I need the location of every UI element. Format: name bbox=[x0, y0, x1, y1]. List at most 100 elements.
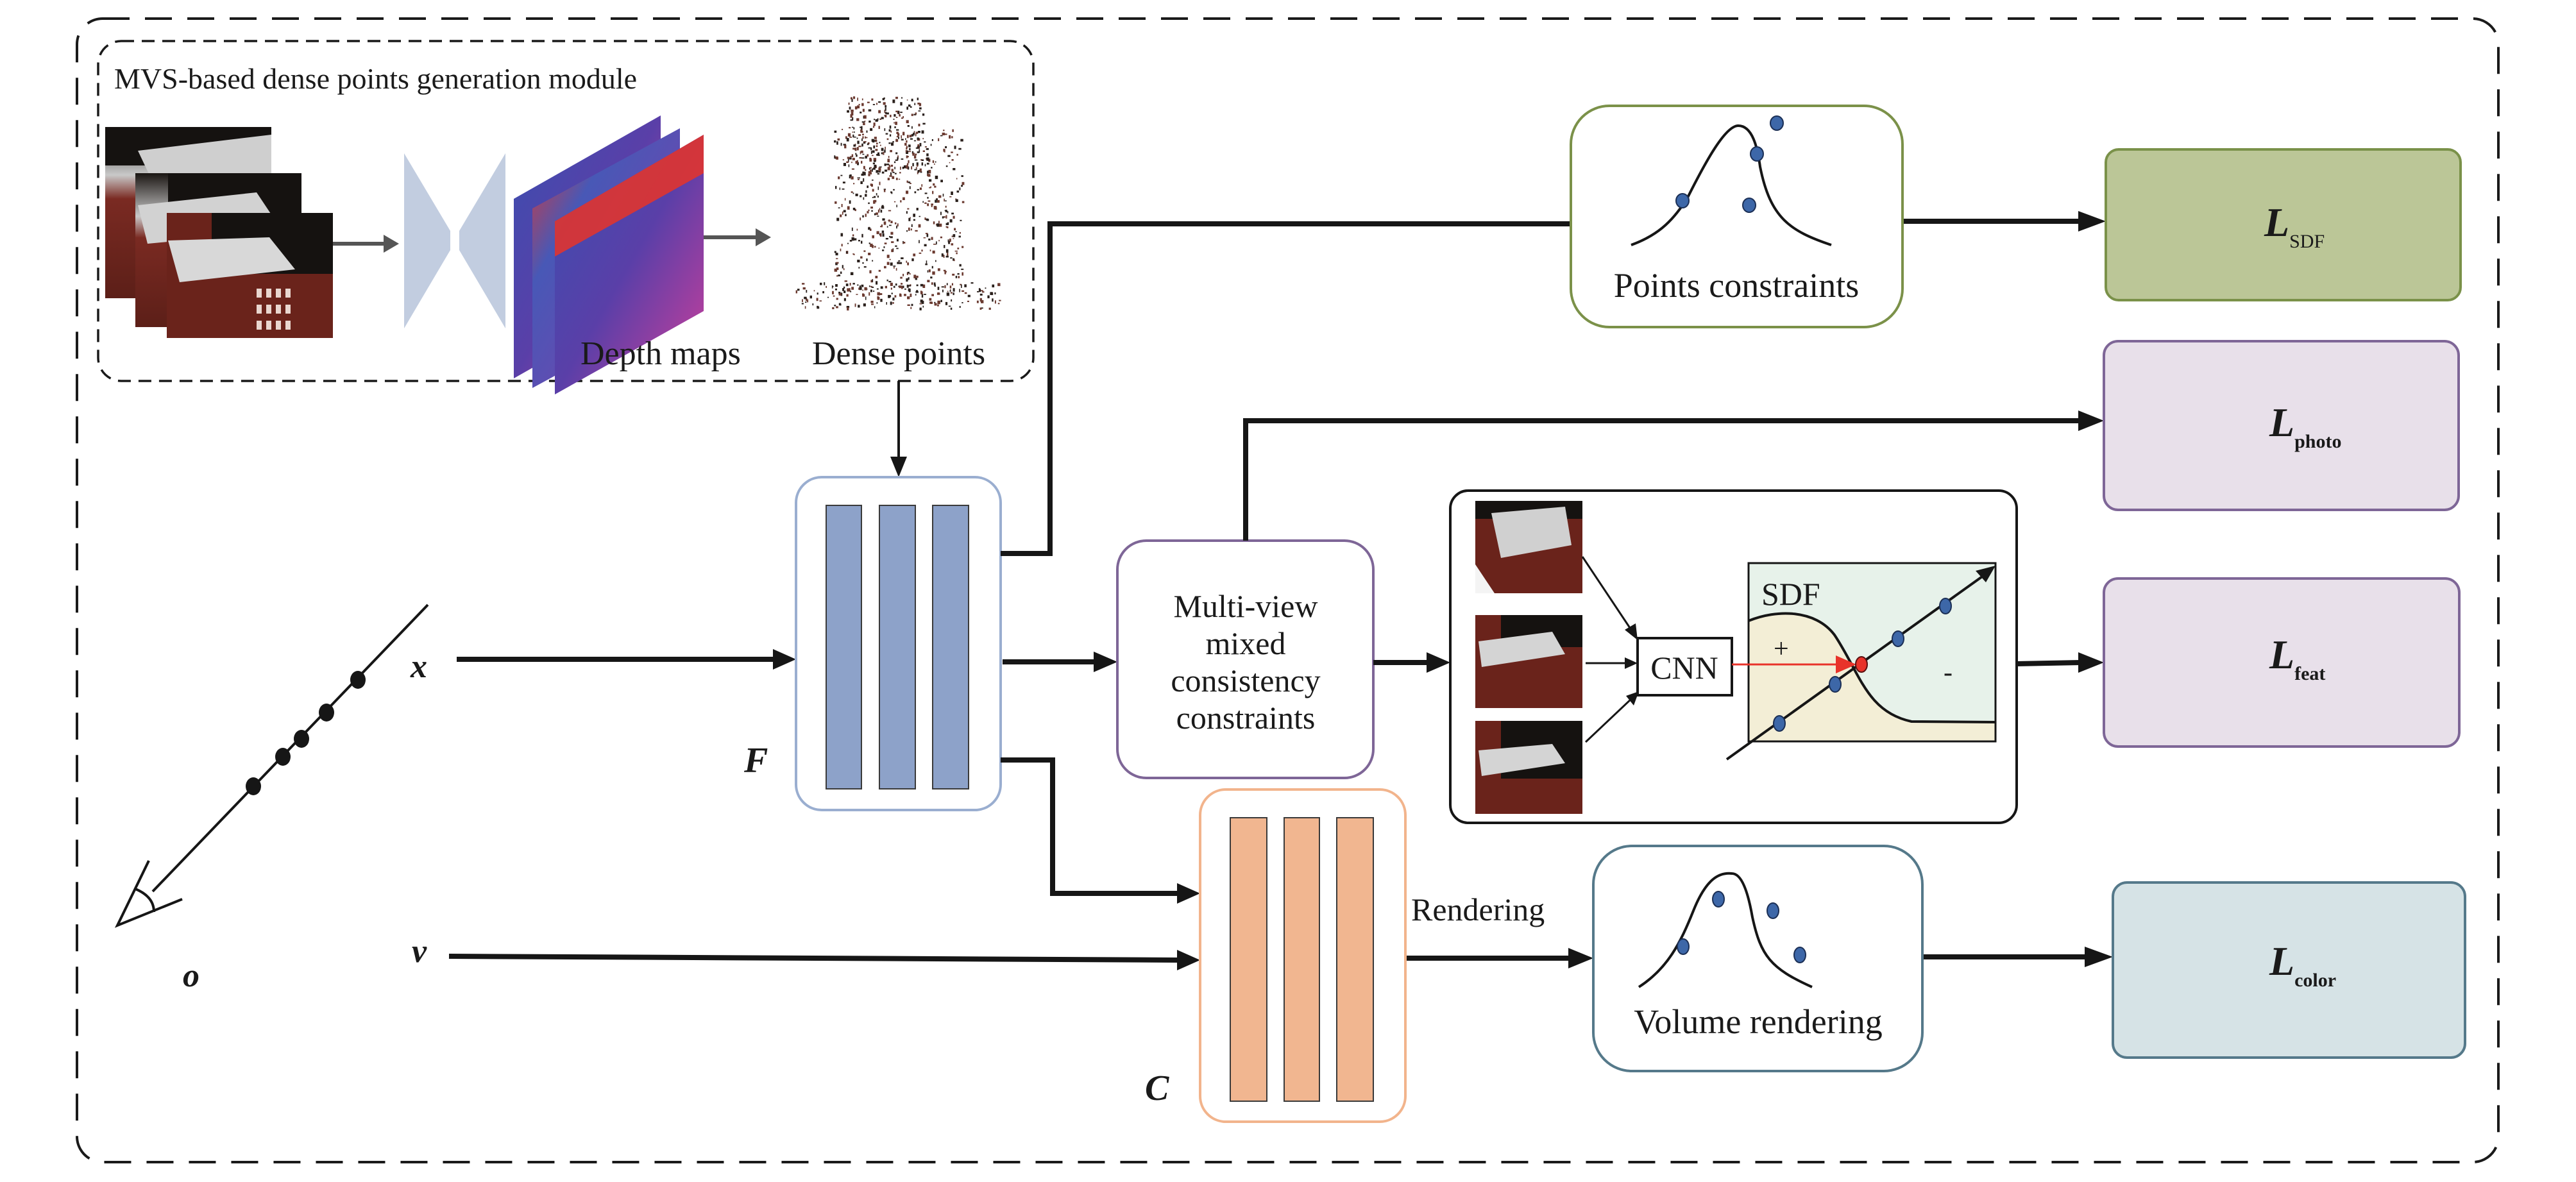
point-cloud-dot bbox=[879, 293, 883, 295]
point-cloud-dot bbox=[851, 176, 854, 180]
point-cloud-dot bbox=[859, 287, 862, 291]
point-cloud-dot bbox=[916, 162, 919, 166]
point-cloud-dot bbox=[932, 160, 935, 164]
point-cloud-dot bbox=[931, 282, 933, 285]
point-cloud-dot bbox=[913, 253, 916, 257]
point-cloud-dot bbox=[955, 198, 957, 200]
point-cloud-dot bbox=[881, 117, 884, 119]
point-cloud-dot bbox=[906, 230, 908, 232]
point-cloud-dot bbox=[886, 262, 890, 266]
point-cloud-dot bbox=[928, 158, 931, 162]
point-cloud-dot bbox=[854, 148, 857, 151]
point-cloud-dot bbox=[872, 235, 874, 239]
point-cloud-dot bbox=[938, 195, 942, 198]
point-cloud-dot bbox=[929, 249, 931, 251]
point-cloud-dot bbox=[863, 141, 867, 142]
point-cloud-dot bbox=[913, 114, 917, 115]
view-image-3 bbox=[1475, 721, 1582, 814]
point-cloud-dot bbox=[892, 298, 895, 301]
point-cloud-dot bbox=[805, 301, 807, 303]
point-cloud-dot bbox=[870, 172, 872, 174]
point-cloud-dot bbox=[870, 228, 872, 231]
dense-points-label: Dense points bbox=[812, 335, 985, 372]
arrowhead bbox=[890, 457, 907, 477]
point-cloud-dot bbox=[895, 178, 898, 180]
point-cloud-dot bbox=[883, 246, 885, 248]
point-cloud-dot bbox=[896, 136, 899, 138]
point-cloud-dot bbox=[870, 128, 873, 131]
point-cloud-dot bbox=[919, 107, 922, 110]
point-cloud-dot bbox=[851, 162, 852, 164]
point-cloud-dot bbox=[848, 102, 850, 105]
point-cloud-dot bbox=[872, 291, 875, 292]
point-cloud-dot bbox=[878, 110, 881, 114]
point-cloud-dot bbox=[931, 294, 934, 296]
point-cloud-dot bbox=[896, 239, 899, 242]
volume-sample bbox=[1712, 891, 1725, 908]
point-cloud-dot bbox=[919, 149, 920, 153]
point-cloud-dot bbox=[835, 262, 838, 266]
point-cloud-dot bbox=[895, 121, 897, 125]
point-cloud-dot bbox=[875, 276, 878, 278]
point-cloud-dot bbox=[867, 185, 869, 189]
point-cloud-dot bbox=[851, 191, 853, 193]
point-cloud-dot bbox=[928, 200, 931, 202]
point-cloud-dot bbox=[904, 294, 906, 296]
point-cloud-dot bbox=[915, 147, 917, 149]
point-cloud-dot bbox=[909, 273, 911, 275]
point-cloud-dot bbox=[915, 153, 917, 156]
point-cloud-dot bbox=[846, 251, 848, 254]
point-cloud-dot bbox=[849, 106, 851, 110]
point-cloud-dot bbox=[919, 240, 920, 244]
point-cloud-dot bbox=[874, 137, 877, 139]
point-cloud-dot bbox=[951, 212, 954, 215]
point-cloud-dot bbox=[908, 217, 911, 221]
point-cloud-dot bbox=[924, 217, 926, 220]
point-cloud-dot bbox=[861, 143, 863, 147]
point-cloud-dot bbox=[883, 221, 886, 225]
point-cloud-dot bbox=[891, 292, 893, 294]
point-cloud-dot bbox=[904, 288, 906, 290]
f-label: F bbox=[743, 741, 768, 781]
point-cloud-dot bbox=[850, 119, 853, 121]
point-cloud-dot bbox=[967, 300, 969, 302]
point-cloud-dot bbox=[999, 300, 1001, 301]
point-cloud-dot bbox=[870, 183, 872, 186]
point-cloud-dot bbox=[943, 130, 945, 131]
point-cloud-dot bbox=[838, 291, 841, 294]
point-cloud-dot bbox=[864, 121, 866, 122]
point-cloud-dot bbox=[849, 240, 852, 242]
point-cloud-dot bbox=[907, 304, 910, 306]
point-cloud-dot bbox=[892, 141, 894, 143]
point-cloud-dot bbox=[884, 163, 886, 166]
point-cloud-dot bbox=[962, 272, 963, 276]
point-cloud-dot bbox=[911, 126, 913, 129]
point-cloud-dot bbox=[929, 179, 932, 182]
arrowhead bbox=[384, 235, 399, 253]
point-cloud-dot bbox=[919, 303, 922, 305]
point-cloud-dot bbox=[857, 284, 859, 286]
c-network-block bbox=[1199, 788, 1407, 1123]
sdf-sample-point bbox=[1829, 676, 1842, 693]
point-cloud-dot bbox=[882, 233, 885, 237]
point-cloud-dot bbox=[921, 159, 924, 161]
point-cloud-dot bbox=[897, 223, 899, 227]
point-cloud-dot bbox=[917, 146, 920, 149]
point-cloud-dot bbox=[890, 191, 892, 194]
point-cloud-dot bbox=[908, 151, 911, 153]
point-cloud-dot bbox=[870, 167, 872, 169]
rendering-label: Rendering bbox=[1411, 891, 1545, 927]
point-cloud-dot bbox=[899, 172, 901, 174]
camera-angle-arc bbox=[135, 888, 155, 913]
point-cloud-dot bbox=[924, 141, 926, 143]
point-cloud-dot bbox=[979, 307, 982, 310]
point-cloud-dot bbox=[861, 126, 863, 130]
point-cloud-dot bbox=[849, 174, 851, 179]
point-cloud-dot bbox=[836, 258, 838, 260]
point-cloud-dot bbox=[863, 250, 866, 252]
point-cloud-dot bbox=[862, 133, 864, 135]
point-cloud-dot bbox=[915, 294, 917, 296]
point-cloud-dot bbox=[870, 243, 873, 247]
point-cloud-dot bbox=[840, 248, 842, 251]
